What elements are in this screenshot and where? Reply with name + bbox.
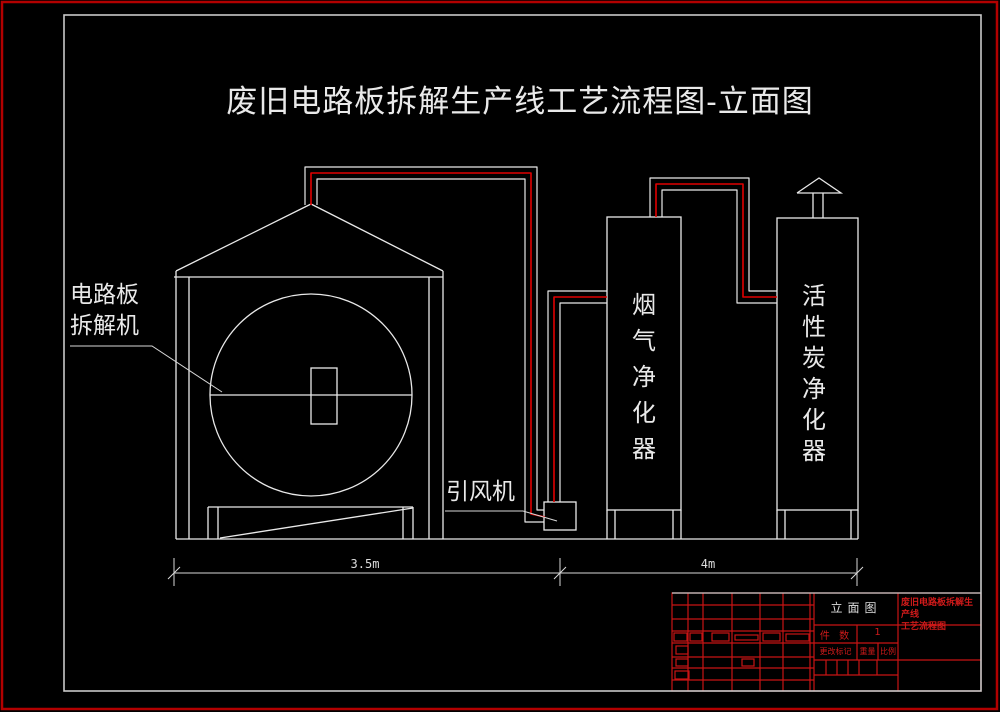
titleblock-revision-label: 更改标记 — [819, 647, 852, 656]
titleblock-project-line1: 废旧电路板拆解生产线 — [901, 598, 974, 620]
info-grid-columns — [825, 625, 879, 675]
dimension-ticks — [167, 566, 864, 580]
vent-stack — [796, 177, 844, 218]
stamp-box — [675, 658, 689, 667]
inner-border — [63, 14, 982, 692]
machine-posts — [175, 271, 444, 539]
dismantler-leader — [70, 345, 223, 393]
stamp-box — [674, 670, 690, 680]
carbon-purifier-label: 活性炭净化器 — [802, 282, 826, 465]
titleblock-qty-label: 件 数 — [819, 631, 853, 642]
drawing-title: 废旧电路板拆解生产线工艺流程图-立面图 — [226, 84, 814, 120]
titleblock-scale-label: 比例 — [880, 647, 896, 656]
stamp-box — [711, 632, 730, 642]
drum-hub — [310, 367, 338, 425]
stamp-box — [675, 645, 689, 655]
dimension-lines — [167, 558, 864, 586]
stamp-box — [673, 632, 688, 642]
transfer-pipe-wall-inner — [661, 189, 777, 304]
stamp-box — [689, 632, 703, 642]
stamp-box — [734, 634, 759, 641]
base-brace — [219, 507, 414, 539]
carbon-purifier-base — [776, 510, 859, 539]
titleblock-project-line2: 工艺流程图 — [901, 622, 947, 632]
titleblock-weight-label: 重量 — [859, 647, 876, 656]
transfer-pipe-wall-outer — [649, 177, 777, 292]
feed-pipe-red — [310, 172, 546, 518]
stamp-box — [762, 632, 781, 642]
dismantler-machine-outline — [174, 203, 858, 540]
info-grid-rows — [814, 624, 981, 676]
pipe-centerlines — [310, 172, 777, 518]
dimension-label-right: 4m — [700, 557, 716, 571]
flue-gas-purifier-label: 烟气净化器 — [632, 291, 656, 463]
titleblock-project-name: 废旧电路板拆解生产线 工艺流程图 — [901, 597, 979, 633]
feed-pipe-wall-outer — [304, 166, 544, 511]
fan-label: 引风机 — [446, 479, 515, 505]
dimension-extensions — [173, 558, 858, 586]
dimension-label-left: 3.5m — [350, 557, 380, 571]
machine-base — [207, 506, 414, 539]
fan-box — [543, 501, 577, 531]
exhaust-pipe-red — [553, 296, 607, 502]
flue-gas-purifier-outline — [606, 216, 682, 539]
exhaust-pipe-wall-inner — [559, 302, 607, 502]
title-block-verticals — [687, 593, 899, 691]
titleblock-view-name: 立面图 — [830, 601, 882, 615]
dismantler-label: 电路板拆解机 — [70, 282, 139, 339]
flue-purifier-base — [606, 510, 682, 539]
machine-roof — [175, 203, 444, 272]
stamp-box — [741, 658, 755, 667]
revision-grid-rows — [672, 604, 814, 681]
leader-lines — [70, 345, 558, 522]
carbon-purifier-outline — [776, 177, 859, 539]
transfer-pipe-red — [655, 183, 777, 298]
fan-leader — [445, 510, 558, 522]
pipe-walls — [304, 166, 777, 523]
titleblock-qty-value: 1 — [874, 627, 881, 638]
carbon-purifier-body — [776, 217, 859, 511]
flue-purifier-body — [606, 216, 682, 511]
feed-pipe-wall-inner — [316, 178, 544, 523]
exhaust-pipe-wall-outer — [547, 290, 607, 502]
stamp-box — [785, 633, 810, 642]
